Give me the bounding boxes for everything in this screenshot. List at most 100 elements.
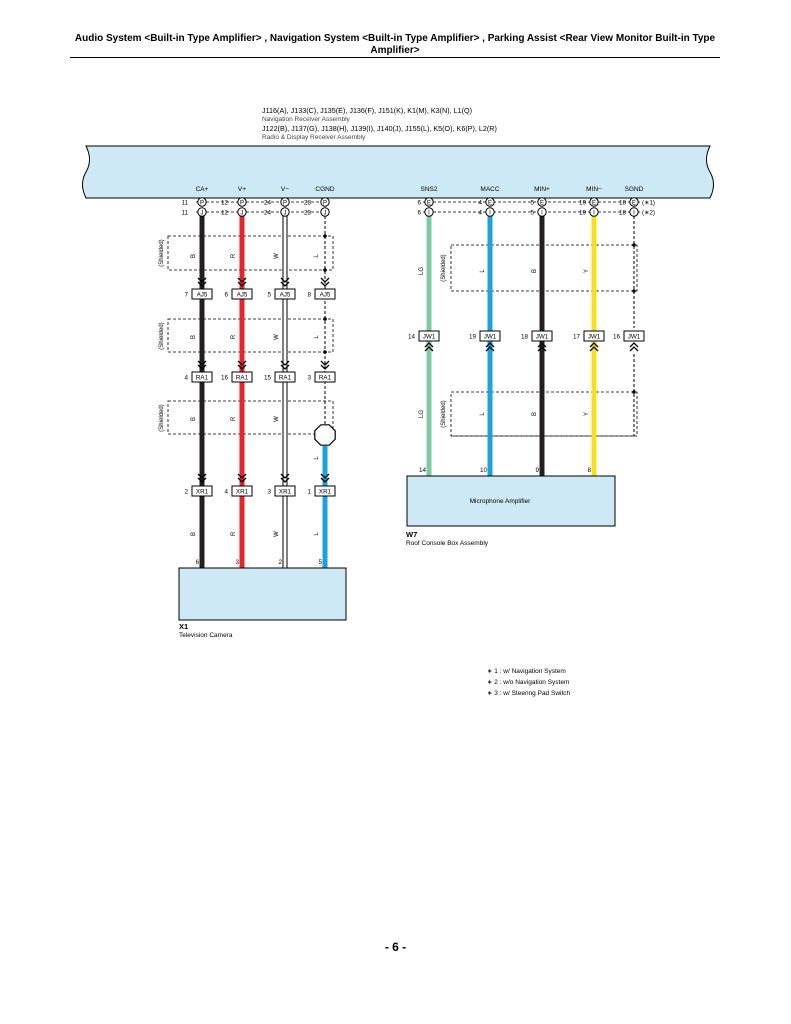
left-wcolor-a-1: R	[231, 253, 237, 258]
connectors: PJAJ5RA1XR1PJAJ5RA1XR1PJAJ5RA1XR1PJAJ5RA…	[191, 197, 645, 497]
left-pin-top-3: 23	[304, 199, 312, 206]
right-pin-circle-top-1-letter: E	[488, 200, 492, 206]
jw1-conn-2-box	[531, 330, 553, 342]
left-pin-top-0: 11	[181, 199, 188, 206]
right-pin-circle-top-3-letter: E	[592, 200, 596, 206]
right-signal-3: MIN−	[586, 186, 602, 193]
left-pin-bottom-0: 11	[181, 209, 188, 216]
jw1-chev-2	[537, 342, 547, 352]
amp-pin-3: 8	[587, 467, 591, 474]
right-pin-circle-bottom-3-circle	[589, 207, 599, 217]
ra1-conn-2-label: RA1	[279, 374, 292, 381]
right-pin-top-2: 5	[530, 199, 534, 206]
cam-pin-0: 6	[195, 559, 199, 566]
cam-pin-2: 2	[278, 559, 282, 566]
television-camera-box	[178, 567, 347, 621]
aj5-conn-1-box	[231, 288, 253, 300]
left-pin-bottom-1: 12	[221, 209, 229, 216]
right-pin-circle-top-1-circle	[485, 197, 495, 207]
right-pin-circle-top-2-letter: E	[540, 200, 544, 206]
right-pin-circle-bottom-2-circle	[537, 207, 547, 217]
aj5-conn-0-box	[191, 288, 213, 300]
jw1-pin-1: 19	[469, 334, 477, 341]
header-title-line-2: Amplifier>	[370, 45, 420, 56]
jw1-chev-4	[629, 342, 639, 352]
left-pin-bottom-3: 23	[304, 209, 312, 216]
right-pin-bottom-4: 18	[619, 209, 627, 216]
aj5-conn-3-label: AJ5	[320, 291, 331, 298]
aj5-conn-2-label: AJ5	[280, 291, 291, 298]
camera-name: Television Camera	[179, 632, 233, 639]
left-pin-top-1: 12	[221, 199, 229, 206]
left-pin-circle-bottom-3-circle	[320, 207, 330, 217]
amp-pin-1: 10	[480, 467, 488, 474]
xr1-conn-1-box	[231, 485, 253, 497]
cgnd-dot-3	[323, 317, 327, 321]
xr1-chev-2	[280, 473, 290, 483]
aj5-chev-2	[280, 277, 290, 287]
jw1-chev-0	[424, 342, 434, 352]
page-number: - 6 -	[384, 940, 407, 954]
microphone-amplifier-box	[406, 475, 616, 527]
left-shield-label-2: (Shielded)	[159, 322, 165, 349]
left-pin-top-2: 24	[264, 199, 272, 206]
right-pin-bottom-3: 19	[579, 209, 587, 216]
jw1-conn-3-box	[583, 330, 605, 342]
right-pin-circle-bottom-0-letter: I	[428, 210, 430, 216]
jw1-conn-2-label: JW1	[536, 333, 549, 340]
jw1-conn-1-label: JW1	[484, 333, 497, 340]
jw1-conn-3-label: JW1	[588, 333, 601, 340]
xr1-pin-3: 1	[307, 489, 311, 496]
cgnd-splice-octagon	[314, 424, 336, 446]
jw1-conn-4-box	[623, 330, 645, 342]
left-pin-circle-bottom-2-letter: J	[284, 210, 287, 216]
left-wcolor-d-3: L	[314, 532, 320, 536]
sgnd-note-top: (∗1)	[642, 199, 655, 206]
aj5-conn-0-label: AJ5	[197, 291, 208, 298]
sgnd-dot-3	[632, 390, 636, 394]
aj5-conn-1-label: AJ5	[237, 291, 248, 298]
ra1-conn-1-label: RA1	[236, 374, 249, 381]
sgnd-dot-1	[632, 243, 636, 247]
note-2: ∗ 2 : w/o Navigation System	[487, 679, 569, 686]
ra1-conn-0-label: RA1	[196, 374, 209, 381]
right-pin-circle-top-4-circle	[629, 197, 639, 207]
amp-pin-2: 9	[535, 467, 539, 474]
cam-pin-3: 5	[318, 559, 322, 566]
receiver-name-bottom: Radio & Display Receiver Assembly	[262, 134, 366, 141]
left-pin-circle-top-3-letter: P	[323, 200, 327, 206]
right-pin-circle-bottom-1-circle	[485, 207, 495, 217]
microphone-amplifier-name: Microphone Amplifier	[470, 498, 532, 505]
shield-boxes	[167, 235, 638, 437]
right-wcolor-b-2: B	[532, 412, 538, 416]
left-signal-2: V−	[281, 186, 289, 193]
xr1-conn-2-label: XR1	[279, 488, 292, 495]
right-pin-circle-bottom-3-letter: I	[593, 210, 595, 216]
ra1-chev-2	[280, 360, 290, 370]
right-pin-circle-bottom-0-circle	[424, 207, 434, 217]
right-pin-bottom-0: 6	[417, 209, 421, 216]
right-pin-top-0: 6	[417, 199, 421, 206]
right-pin-circle-top-0-letter: E	[427, 200, 431, 206]
left-shield-label-1: (Shielded)	[159, 239, 165, 266]
left-pin-circle-bottom-0-letter: J	[201, 210, 204, 216]
jw1-pin-3: 17	[573, 334, 581, 341]
right-wcolor-a-2: B	[532, 269, 538, 273]
cam-pin-1: 3	[235, 559, 239, 566]
aj5-chev-0	[197, 277, 207, 287]
jw1-conn-4-label: JW1	[628, 333, 641, 340]
jw1-pin-2: 18	[521, 334, 529, 341]
xr1-conn-3-label: XR1	[319, 488, 332, 495]
left-wcolor-c-3: L	[314, 456, 320, 460]
sgnd-dot-2	[632, 289, 636, 293]
ra1-conn-2-box	[274, 371, 296, 383]
camera-code: X1	[179, 622, 188, 631]
left-pin-circle-bottom-1-letter: J	[241, 210, 244, 216]
left-pin-circle-top-1-circle	[237, 197, 247, 207]
aj5-pin-3: 8	[307, 292, 311, 299]
right-shield-label-2: (Shielded)	[441, 400, 447, 427]
jw1-conn-0-box	[418, 330, 440, 342]
aj5-pin-2: 5	[267, 292, 271, 299]
